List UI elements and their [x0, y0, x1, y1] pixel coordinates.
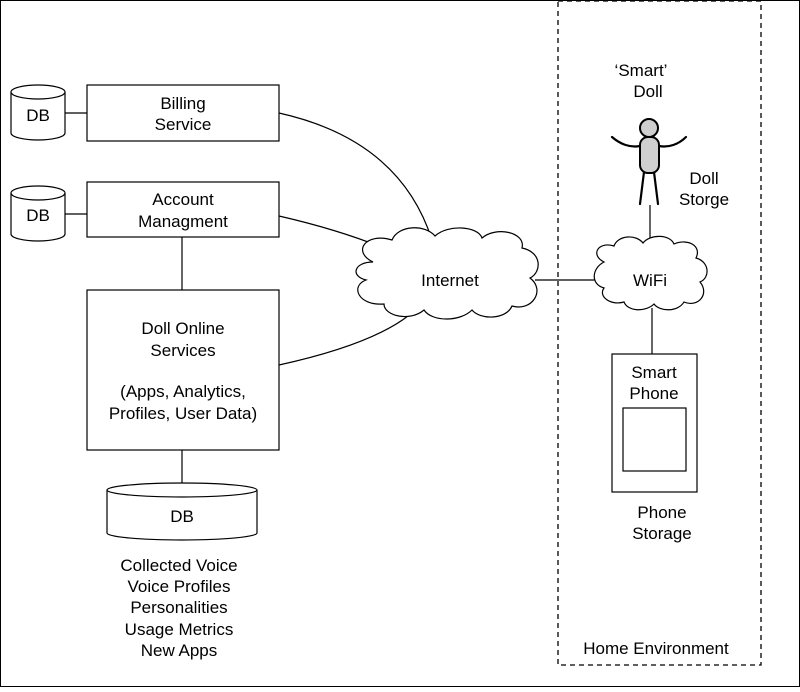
internet-cloud-shape — [355, 227, 539, 320]
smart-doll-line2: Doll — [633, 82, 662, 101]
collected-data-line5: New Apps — [141, 641, 218, 660]
account-management-rect — [86, 181, 280, 238]
db-main-top — [106, 482, 258, 498]
services-to-internet-link — [278, 315, 409, 366]
collected-data-line2: Voice Profiles — [128, 577, 231, 596]
internet-cloud: Internet — [355, 227, 539, 320]
db-account-cylinder — [10, 193, 66, 242]
smart-phone-line1: Smart — [631, 363, 677, 382]
db-account-top — [10, 185, 66, 201]
doll-right-arm — [657, 135, 688, 148]
smart-phone-screen — [622, 407, 687, 472]
collected-data-line1: Collected Voice — [120, 556, 237, 575]
smart-phone-line2: Phone — [629, 384, 678, 403]
doll-right-leg — [652, 170, 660, 206]
db-main: DB — [106, 482, 258, 541]
billing-service-rect — [86, 84, 280, 142]
billing-service-line2: Service — [155, 115, 212, 134]
billing-to-internet-link — [278, 112, 433, 241]
db-billing-label: DB — [26, 106, 50, 125]
phone-storage-line1: Phone — [637, 503, 686, 522]
doll-left-leg — [638, 170, 646, 206]
billing-service-line1: Billing — [160, 94, 205, 113]
wifi-label: WiFi — [633, 271, 667, 290]
collected-data-line4: Usage Metrics — [125, 620, 234, 639]
phone-storage-line2: Storage — [632, 524, 692, 543]
db-billing-top — [10, 84, 66, 100]
doll-online-services-line2: Services — [150, 341, 215, 360]
db-account-label: DB — [26, 206, 50, 225]
home-environment-boundary — [557, 0, 762, 666]
db-main-cylinder — [106, 490, 258, 541]
internet-label: Internet — [421, 271, 479, 290]
smart-phone-box: Smart Phone — [611, 353, 698, 493]
doll-head — [639, 118, 659, 138]
doll-storage-line1: Doll — [689, 169, 718, 188]
account-management-box: Account Managment — [86, 181, 280, 238]
home-environment-label: Home Environment — [583, 639, 729, 658]
doll-left-arm — [610, 135, 642, 148]
billing-service-box: Billing Service — [86, 84, 280, 142]
wifi-cloud-shape — [593, 235, 708, 311]
doll-online-services-line1: Doll Online — [141, 319, 224, 338]
doll-figure-icon — [610, 118, 688, 206]
db-account: DB — [10, 185, 66, 242]
db-billing: DB — [10, 84, 66, 141]
db-main-label: DB — [170, 507, 194, 526]
collected-data-list: Collected Voice Voice Profiles Personali… — [120, 556, 237, 660]
doll-online-services-rect — [86, 289, 280, 451]
doll-online-services-box: Doll Online Services (Apps, Analytics, P… — [86, 289, 280, 451]
wifi-cloud: WiFi — [593, 235, 708, 311]
collected-data-line3: Personalities — [130, 598, 227, 617]
smart-doll-line1: ‘Smart’ — [615, 61, 668, 80]
doll-storage-line2: Storge — [679, 190, 729, 209]
doll-body — [639, 136, 660, 174]
doll-online-services-line4: Profiles, User Data) — [109, 404, 257, 423]
doll-online-services-line3: (Apps, Analytics, — [120, 382, 246, 401]
account-management-line2: Managment — [138, 212, 228, 231]
account-management-line1: Account — [152, 190, 214, 209]
db-billing-cylinder — [10, 92, 66, 141]
